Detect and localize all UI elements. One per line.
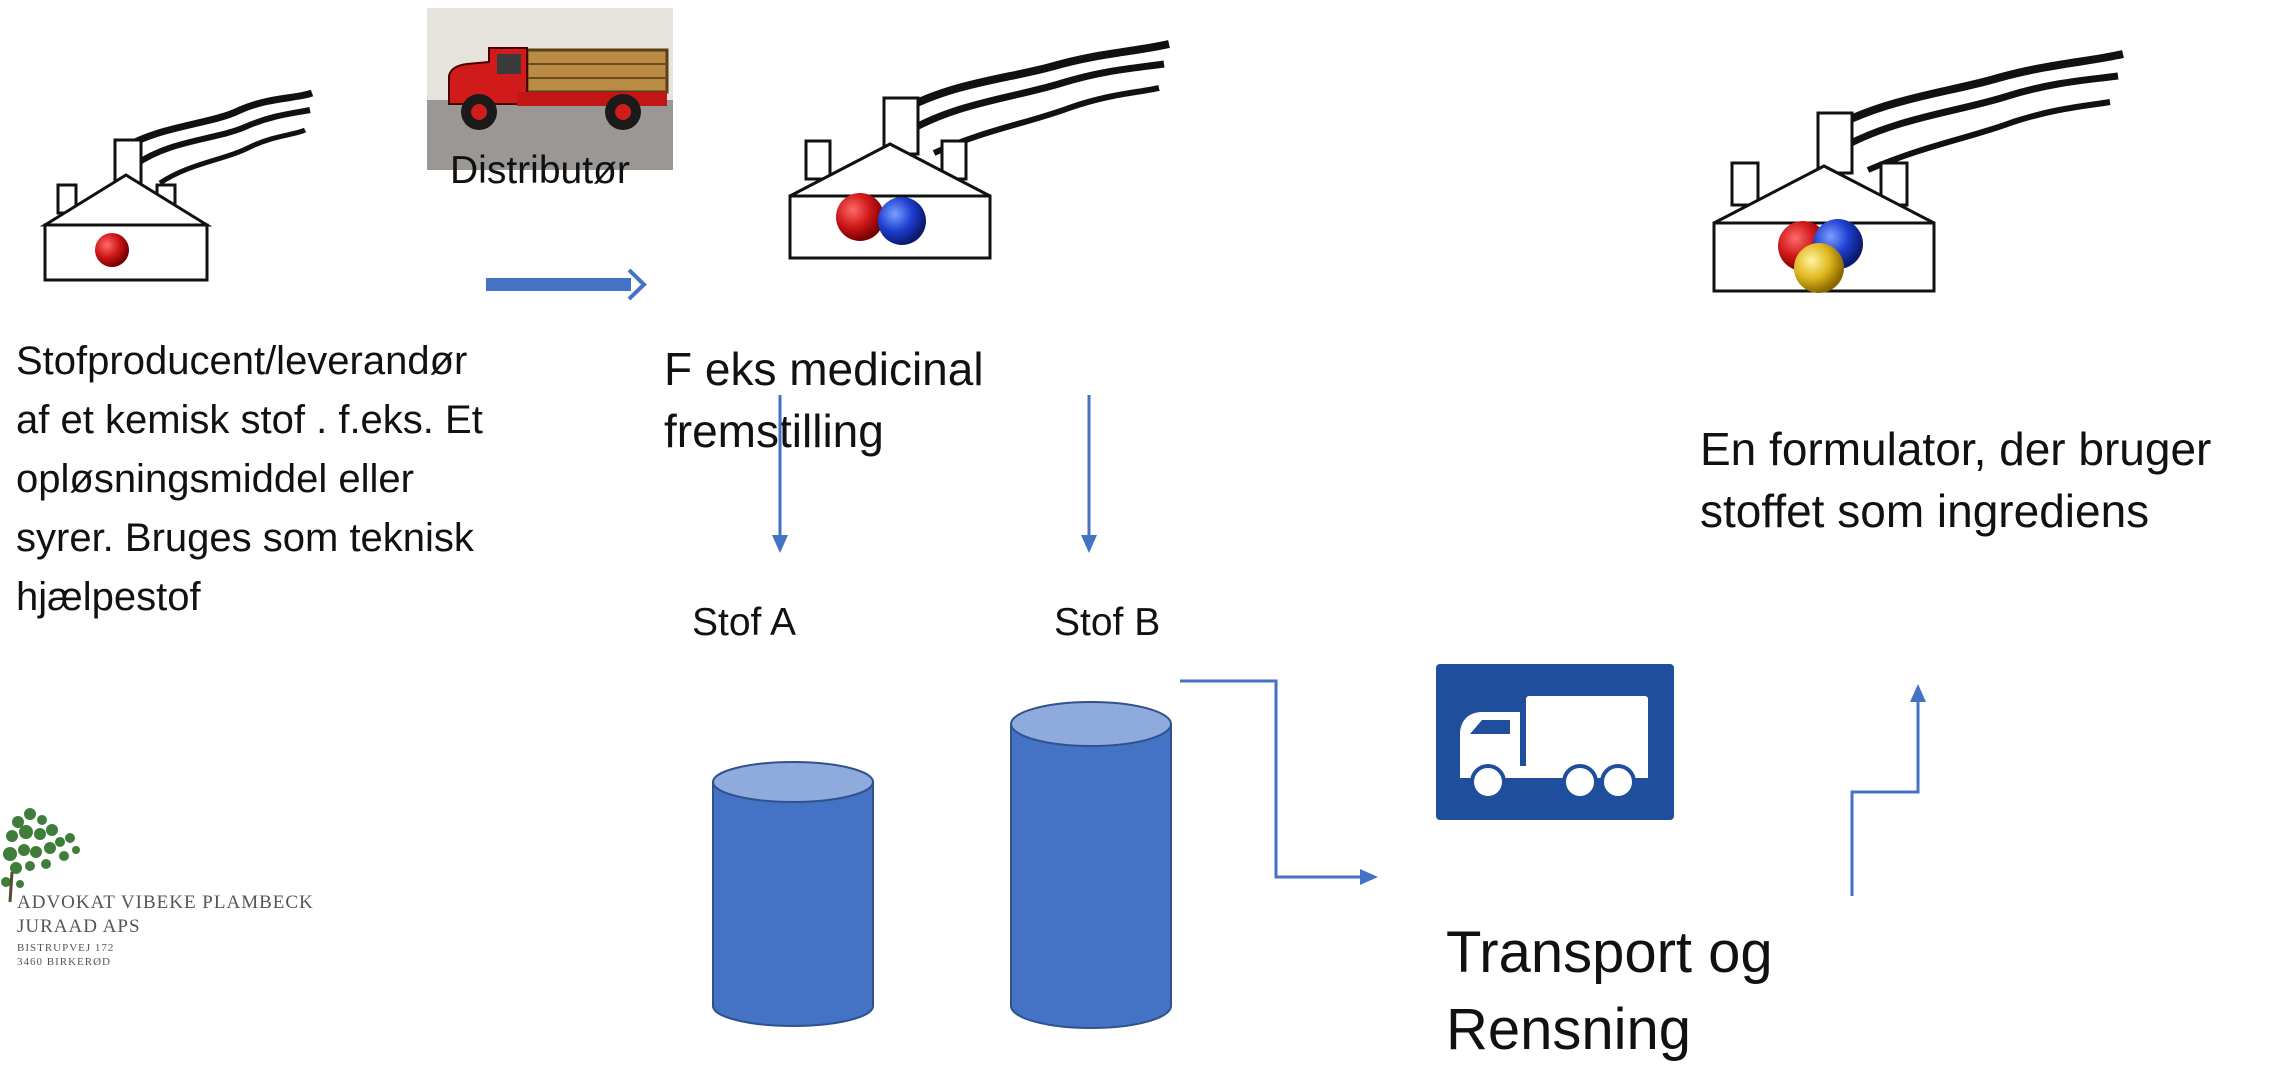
cylinder-icon [1010,701,1172,1029]
producer-line: opløsningsmiddel eller [16,457,414,501]
truck-photo [427,8,673,170]
medicinal-description: F eks medicinal fremstilling [664,338,1084,462]
arrow-to-stof-a [772,395,788,553]
transport-line: Rensning [1446,997,1692,1062]
producer-line: af et kemisk stof . f.eks. Et [16,398,483,442]
producer-description: Stofproducent/leverandør af et kemisk st… [16,332,576,627]
formulator-description: En formulator, der bruger stoffet som in… [1700,418,2284,542]
distribution-arrow [486,268,647,301]
producer-line: Stofproducent/leverandør [16,339,468,383]
arrow-to-formulator [1850,684,1926,896]
formulator-line: stoffet som ingrediens [1700,485,2150,537]
distributor-label: Distributør [450,149,630,192]
truck-sign-icon [1430,658,1680,826]
stof-b-label: Stof B [1054,601,1161,644]
producer-line: hjælpestof [16,575,201,619]
arrow-to-transport [1180,679,1378,885]
medicinal-line: fremstilling [664,405,884,457]
arrow-to-stof-b [1081,395,1097,553]
logo-line-3: BISTRUPVEJ 172 [17,942,115,954]
stof-a-label: Stof A [692,601,797,644]
factory-icon [788,40,1170,260]
formulator-line: En formulator, der bruger [1700,423,2212,475]
producer-line: syrer. Bruges som teknisk [16,516,474,560]
cylinder-icon [712,761,874,1027]
transport-line: Transport og [1446,920,1773,985]
company-logo: ADVOKAT VIBEKE PLAMBECK JURAAD APS BISTR… [0,802,330,982]
logo-line-2: JURAAD APS [17,916,141,937]
logo-line-4: 3460 BIRKERØD [17,956,111,968]
factory-icon [1712,50,2124,293]
logo-line-1: ADVOKAT VIBEKE PLAMBECK [17,892,314,913]
medicinal-line: F eks medicinal [664,343,984,395]
logo-tree-icon [1,808,80,903]
factory-icon [39,89,314,282]
